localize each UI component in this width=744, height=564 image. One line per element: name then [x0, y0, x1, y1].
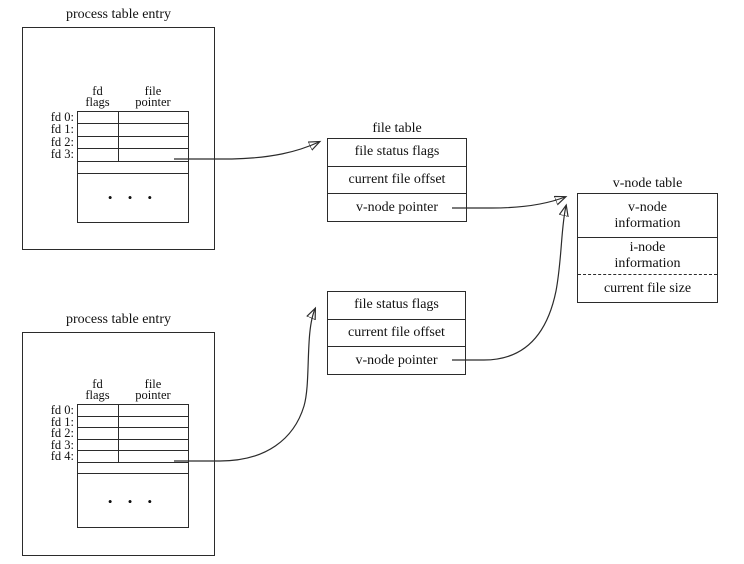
file-table-top-row-vnode-pointer: v-node pointer — [355, 199, 439, 215]
fd-table-bottom-rowline — [77, 416, 189, 417]
fd-flags-header-top-line2: flags — [85, 95, 110, 109]
file-table-top-box: file status flags current file offset v-… — [327, 138, 467, 222]
fd-label-top-3: fd 3: — [50, 147, 74, 161]
fd-label-bottom-2: fd 2: — [50, 426, 74, 440]
fd-table-bottom-box — [77, 404, 189, 528]
fd-table-top-box — [77, 111, 189, 223]
file-table-bottom-row-vnode-pointer: v-node pointer — [355, 352, 438, 368]
fd-table-bottom-rowline — [77, 439, 189, 440]
file-pointer-header-bottom-line2: pointer — [135, 388, 171, 402]
file-pointer-header-bottom-line1: file — [144, 377, 162, 391]
fd-label-top-0: fd 0: — [50, 110, 74, 124]
fd-table-top-coldivider — [118, 111, 119, 161]
fd-flags-header-bottom-line2: flags — [85, 388, 110, 402]
fd-table-top-rowline — [77, 136, 189, 137]
file-table-top-row-file-offset: current file offset — [328, 167, 466, 195]
file-table-bottom-box: file status flags current file offset v-… — [327, 291, 466, 375]
fd-table-top-rowline — [77, 148, 189, 149]
fd-label-top-1: fd 1: — [50, 122, 74, 136]
vnode-table-box: v-node information i-node information cu… — [577, 193, 718, 303]
current-file-size-row: current file size — [578, 274, 717, 302]
fd-table-bottom-rowline — [77, 427, 189, 428]
process-table-top-box — [22, 27, 215, 250]
file-table-bottom-row-status-flags: file status flags — [328, 292, 465, 320]
file-table-top-title: file table — [372, 121, 422, 136]
file-pointer-header-top-line2: pointer — [135, 95, 171, 109]
vnode-info-row: v-node information — [578, 194, 717, 237]
fd-label-top-2: fd 2: — [50, 135, 74, 149]
fd-flags-header-bottom-line1: fd — [92, 377, 103, 391]
vnode-table-title: v-node table — [612, 176, 683, 191]
fd-table-bottom-rowline — [77, 462, 189, 463]
inode-info-row: i-node information — [578, 237, 717, 274]
vnode-info-line2: information — [614, 215, 681, 231]
fd-label-bottom-0: fd 0: — [50, 403, 74, 417]
arrow-filetable-bottom-to-vnode — [452, 206, 566, 361]
fd-flags-header-bottom: fd flags — [70, 377, 125, 402]
fd-table-bottom-coldivider — [118, 404, 119, 462]
fd-label-bottom-1: fd 1: — [50, 415, 74, 429]
inode-info-line2: information — [614, 256, 681, 271]
fd-label-bottom-4: fd 4: — [50, 449, 74, 463]
file-pointer-header-top: file pointer — [118, 84, 188, 109]
file-table-top-row-status-flags: file status flags — [328, 139, 466, 167]
fd-table-bottom-rowline — [77, 450, 189, 451]
fd-table-top-rowline — [77, 123, 189, 124]
file-pointer-header-bottom: file pointer — [118, 377, 188, 402]
file-table-bottom-row-file-offset: current file offset — [328, 320, 465, 348]
process-table-top-title: process table entry — [66, 7, 171, 22]
arrow-filetable-top-to-vnode — [452, 197, 565, 209]
file-pointer-header-top-line1: file — [144, 84, 162, 98]
process-table-bottom-title: process table entry — [66, 312, 171, 327]
fd-table-top-rowline — [77, 161, 189, 162]
ellipsis-top: • • • — [107, 190, 159, 205]
fd-table-bottom-rowline — [77, 473, 189, 474]
fd-flags-header-top-line1: fd — [92, 84, 103, 98]
fd-table-top-rowline — [77, 173, 189, 174]
vnode-info-line1: v-node — [628, 199, 667, 215]
ellipsis-bottom: • • • — [107, 494, 159, 509]
fd-flags-header-top: fd flags — [70, 84, 125, 109]
fd-label-bottom-3: fd 3: — [50, 438, 74, 452]
inode-info-line1: i-node — [629, 240, 666, 255]
